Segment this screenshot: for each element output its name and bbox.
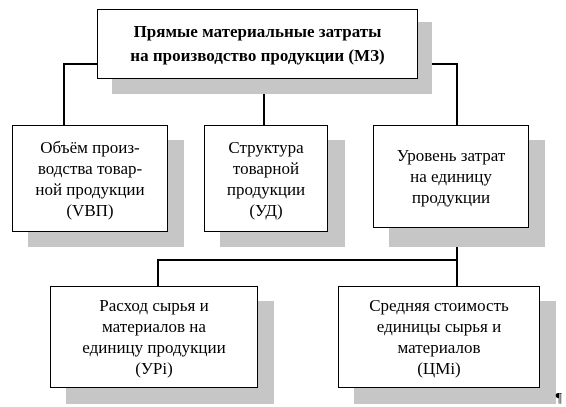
- level1-box-cost-per-unit: Уровень затрат на единицу продукции: [373, 125, 529, 228]
- paragraph-mark: ¶: [555, 391, 562, 406]
- level1-box-output-volume: Объём произ- водства товар- ной продукци…: [12, 125, 168, 232]
- connector-top-left-down: [63, 63, 65, 125]
- connector-top-center-down: [263, 79, 265, 125]
- level1-box-2-label: Структура товарной продукции (УД): [226, 137, 306, 220]
- level2-box-average-cost: Средняя стоимость единицы сырья и матери…: [338, 286, 540, 388]
- level2-box-1-label: Расход сырья и материалов на единицу про…: [82, 296, 226, 378]
- level1-box-1-label: Объём произ- водства товар- ной продукци…: [35, 137, 145, 220]
- connector-level2-bar: [157, 259, 458, 261]
- connector-top-right-down: [456, 63, 458, 125]
- level2-box-2-label: Средняя стоимость единицы сырья и матери…: [369, 296, 509, 378]
- top-box-direct-material-costs: Прямые материальные затраты на производс…: [97, 9, 418, 79]
- connector-level2-left-down: [157, 259, 159, 286]
- level1-box-3-label: Уровень затрат на единицу продукции: [396, 146, 506, 207]
- level2-box-material-usage: Расход сырья и материалов на единицу про…: [50, 286, 258, 388]
- connector-level1-right-down: [456, 228, 458, 286]
- top-box-label: Прямые материальные затраты на производс…: [130, 22, 385, 65]
- connector-top-right: [418, 63, 458, 65]
- connector-top-left: [63, 63, 100, 65]
- level1-box-product-structure: Структура товарной продукции (УД): [204, 125, 328, 232]
